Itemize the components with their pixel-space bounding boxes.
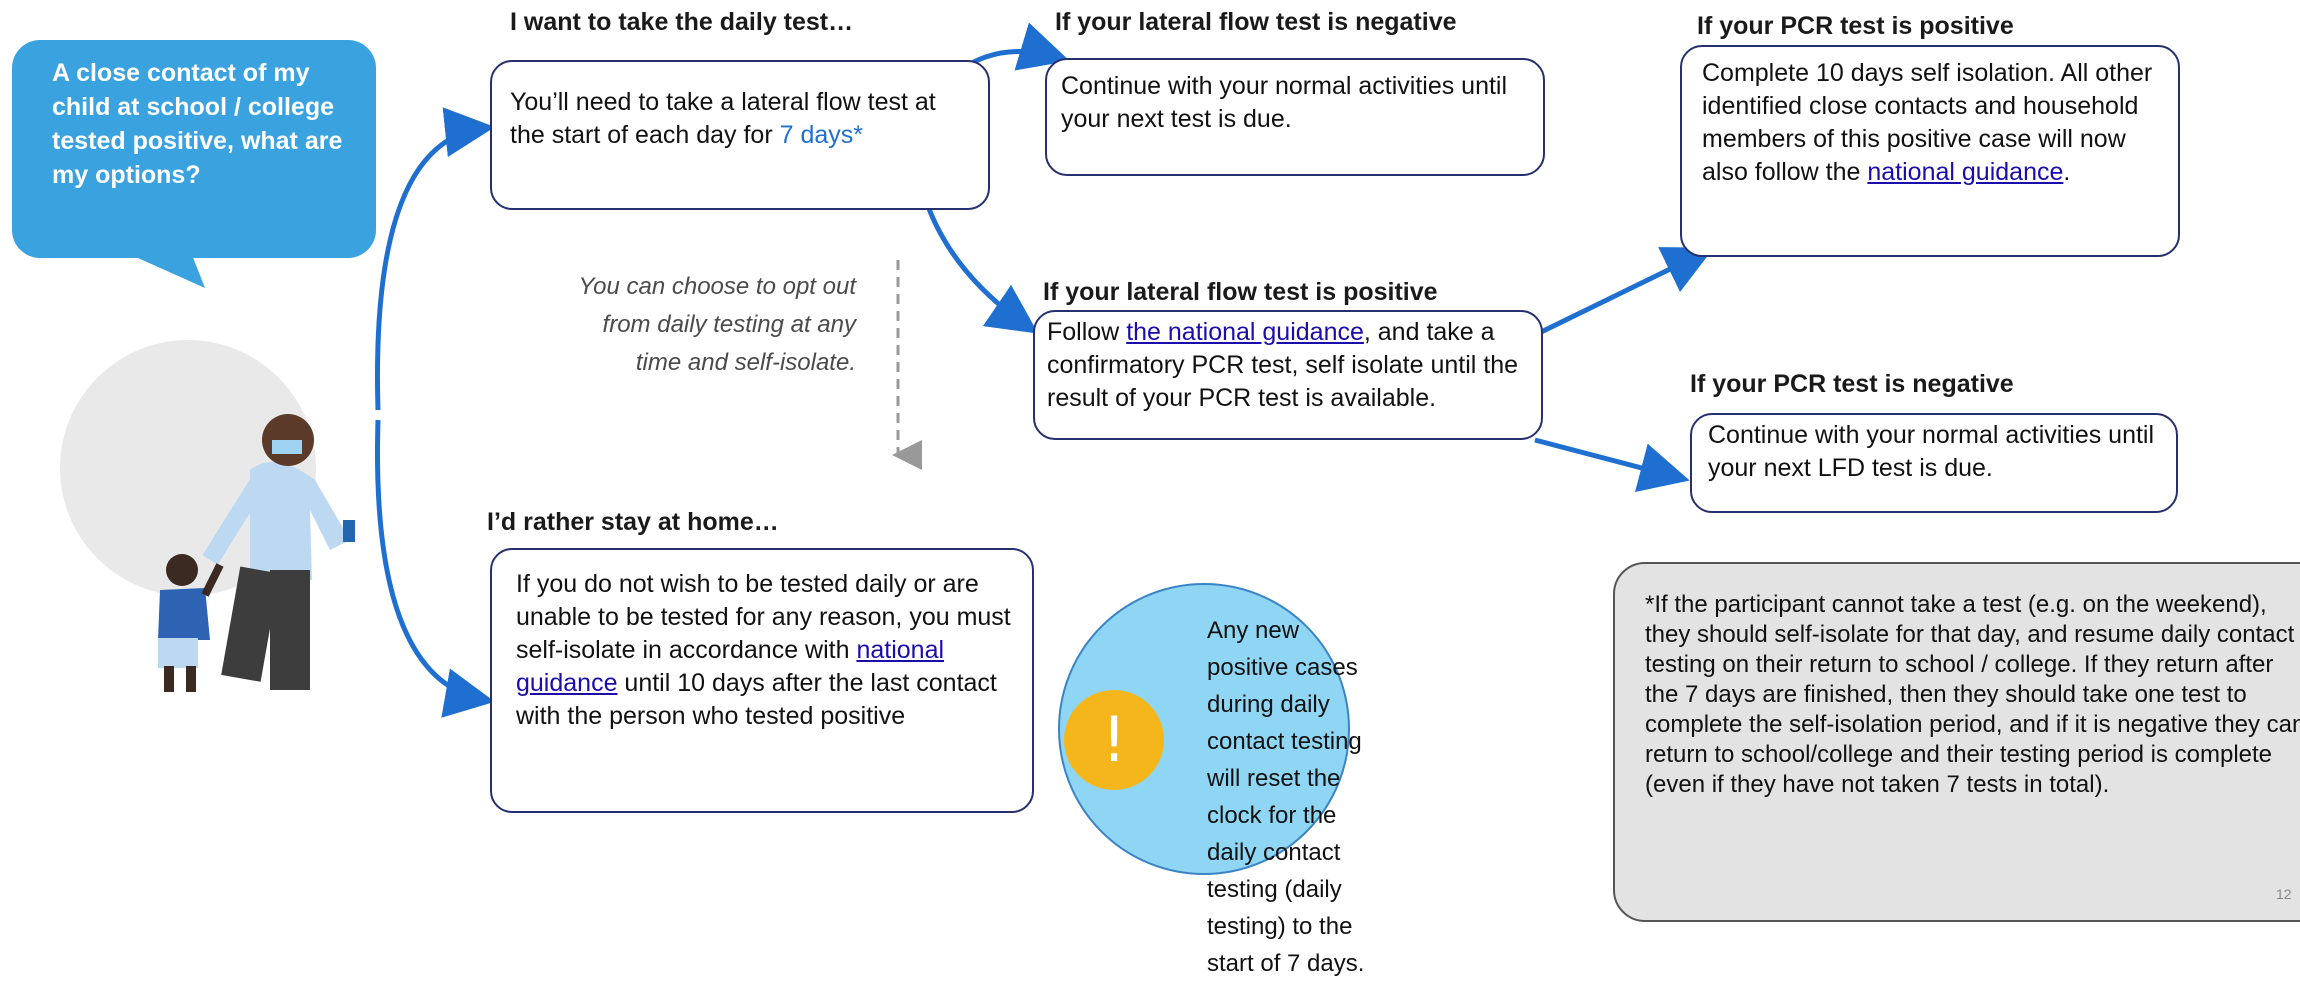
opt-out-note: You can choose to opt out from daily tes… xyxy=(578,273,856,376)
question-text: A close contact of my child at school / … xyxy=(52,59,343,189)
pcr-negative-box: Continue with your normal activities unt… xyxy=(1690,413,2178,513)
pcr-negative-heading: If your PCR test is negative xyxy=(1690,370,2014,398)
stay-home-box: If you do not wish to be tested daily or… xyxy=(490,548,1034,813)
parent-child-illustration xyxy=(60,340,355,692)
warning-icon: ! xyxy=(1064,690,1164,790)
lft-negative-text: Continue with your normal activities unt… xyxy=(1061,72,1508,133)
stay-home-text: If you do not wish to be tested daily or… xyxy=(516,570,1011,664)
lft-negative-heading: If your lateral flow test is negative xyxy=(1055,8,1457,36)
national-guidance-link-stay-home[interactable]: national guidance xyxy=(516,636,945,697)
daily-test-box: You’ll need to take a lateral flow test … xyxy=(490,60,990,210)
arrow-to-pcr-positive xyxy=(1533,247,1714,338)
pcr-positive-text: Complete 10 days self isolation. All oth… xyxy=(1702,59,2153,186)
lft-negative-box: Continue with your normal activities unt… xyxy=(1045,58,1545,176)
lft-positive-box: Follow the national guidance, and take a… xyxy=(1033,310,1543,440)
footnote-box: *If the participant cannot take a test (… xyxy=(1613,562,2300,922)
reset-clock-text: Any new positive cases during daily cont… xyxy=(1207,617,1365,977)
pcr-negative-text: Continue with your normal activities unt… xyxy=(1708,421,2155,482)
national-guidance-link-lft[interactable]: the national guidance xyxy=(1126,318,1364,346)
daily-test-text: You’ll need to take a lateral flow test … xyxy=(510,88,936,149)
lft-positive-text: Follow xyxy=(1047,318,1127,346)
pcr-positive-box: Complete 10 days self isolation. All oth… xyxy=(1680,45,2180,257)
lft-positive-heading: If your lateral flow test is positive xyxy=(1043,278,1438,306)
pcr-positive-heading: If your PCR test is positive xyxy=(1697,12,2014,40)
page-number: 12 xyxy=(2276,886,2292,902)
seven-days-highlight: 7 days* xyxy=(779,121,863,149)
lft-positive-text-end: , and take a confirmatory PCR test, self… xyxy=(1047,318,1519,412)
arrow-to-pcr-negative xyxy=(1534,437,1690,493)
arrow-to-daily-test xyxy=(374,107,495,411)
stay-home-text-end: until 10 days after the last contact wit… xyxy=(516,669,997,730)
arrow-to-stay-home xyxy=(374,419,495,718)
daily-test-heading: I want to take the daily test… xyxy=(510,8,854,36)
stay-home-heading: I’d rather stay at home… xyxy=(487,508,779,536)
pcr-positive-text-end: . xyxy=(2063,158,2071,186)
footnote-text: *If the participant cannot take a test (… xyxy=(1645,591,2300,798)
speech-bubble-tail xyxy=(120,250,205,288)
national-guidance-link-pcr[interactable]: national guidance xyxy=(1867,158,2064,186)
question-bubble: A close contact of my child at school / … xyxy=(12,40,376,258)
